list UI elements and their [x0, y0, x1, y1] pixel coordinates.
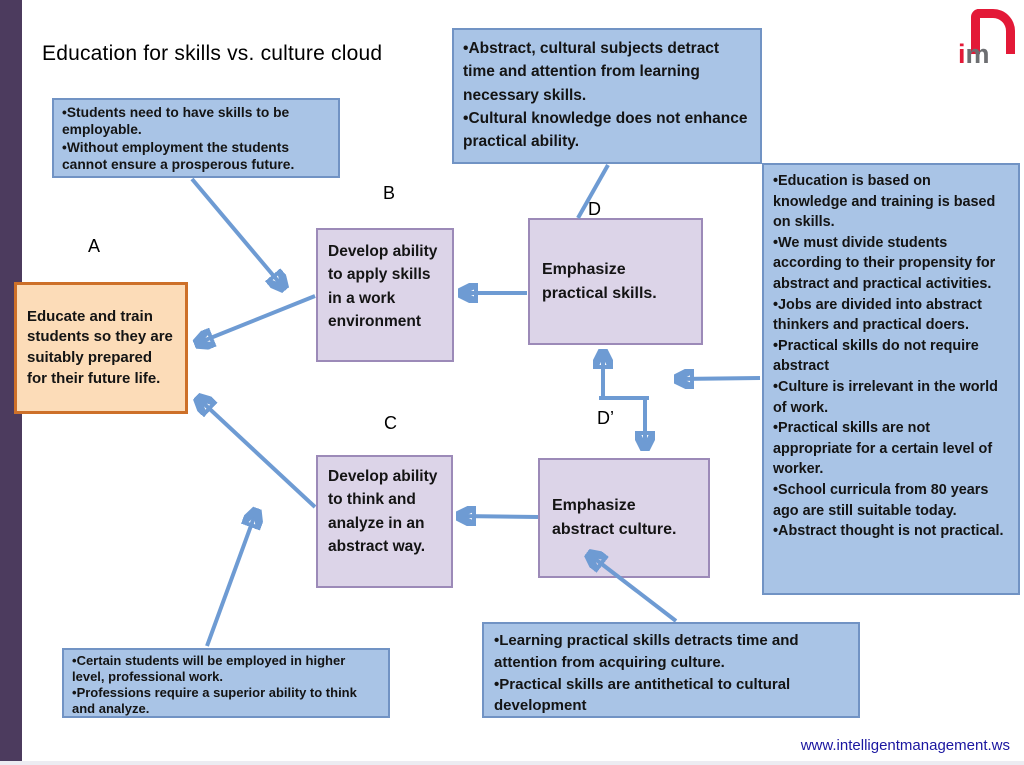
arrow-dprime-to-c — [460, 516, 539, 517]
callout-bullet: Abstract thought is not practical. — [773, 521, 1009, 542]
callout-bullet: School curricula from 80 years ago are s… — [773, 480, 1009, 521]
logo-letter-i: i — [958, 39, 966, 69]
callout-top-left: Students need to have skills to be emplo… — [52, 98, 340, 178]
callout-bullet: Without employment the students cannot e… — [62, 139, 330, 174]
arrow-topleft-callout-to-b — [190, 177, 283, 287]
callout-bullet: Jobs are divided into abstract thinkers … — [773, 295, 1009, 336]
callout-top-middle: Abstract, cultural subjects detract time… — [452, 28, 762, 164]
callout-bullet: Cultural knowledge does not enhance prac… — [463, 107, 751, 154]
label-a: A — [88, 236, 101, 256]
callout-bullet: We must divide students according to the… — [773, 233, 1009, 295]
callout-right: Education is based on knowledge and trai… — [762, 163, 1020, 595]
node-d-want: Emphasize practical skills. — [528, 218, 703, 345]
callout-bullet: Certain students will be employed in hig… — [72, 653, 380, 685]
arrow-b-to-a — [198, 294, 316, 343]
node-d-prime-want: Emphasize abstract culture. — [538, 458, 710, 578]
node-d-prime-text: Emphasize abstract culture. — [552, 497, 677, 538]
callout-bullet: Abstract, cultural subjects detract time… — [463, 37, 751, 107]
node-b-need: Develop ability to apply skills in a wor… — [316, 228, 454, 362]
callout-bullet: Education is based on knowledge and trai… — [773, 171, 1009, 233]
callout-bottom-middle: Learning practical skills detracts time … — [482, 622, 860, 718]
label-b: B — [383, 183, 396, 203]
callout-bullet: Professions require a superior ability t… — [72, 685, 380, 717]
callout-bullet: Learning practical skills detracts time … — [494, 630, 848, 674]
logo-arch-icon — [971, 9, 1015, 54]
callout-bullet: Practical skills are antithetical to cul… — [494, 674, 848, 718]
label-d: D — [588, 199, 601, 219]
node-b-text: Develop ability to apply skills in a wor… — [328, 243, 438, 330]
callout-bullet: Practical skills are not appropriate for… — [773, 418, 1009, 480]
callout-bullet: Practical skills do not require abstract — [773, 336, 1009, 377]
arrow-c-to-a — [199, 399, 317, 509]
callout-bullet: Culture is irrelevant in the world of wo… — [773, 377, 1009, 418]
logo-letters: im — [958, 41, 990, 68]
slide-bottom-edge — [0, 761, 1024, 765]
node-a-text: Educate and train students so they are s… — [27, 307, 173, 387]
node-c-text: Develop ability to think and analyze in … — [328, 468, 438, 555]
website-url: www.intelligentmanagement.ws — [800, 737, 1010, 754]
logo-letter-m: m — [965, 39, 990, 69]
node-d-text: Emphasize practical skills. — [542, 260, 657, 302]
callout-bullet: Students need to have skills to be emplo… — [62, 104, 330, 139]
arrow-bottomleft-callout-to-c — [205, 512, 256, 647]
callout-bottom-left: Certain students will be employed in hig… — [62, 648, 390, 718]
slide-edge-strip — [0, 0, 22, 765]
page-title: Education for skills vs. culture cloud — [42, 42, 383, 65]
label-c: C — [384, 413, 397, 433]
node-c-need: Develop ability to think and analyze in … — [316, 455, 453, 588]
node-a-objective: Educate and train students so they are s… — [14, 282, 188, 414]
intelligent-management-logo: im — [956, 6, 1018, 72]
label-d-prime: D’ — [597, 408, 614, 428]
arrow-right-callout-to-conflict — [678, 378, 761, 379]
